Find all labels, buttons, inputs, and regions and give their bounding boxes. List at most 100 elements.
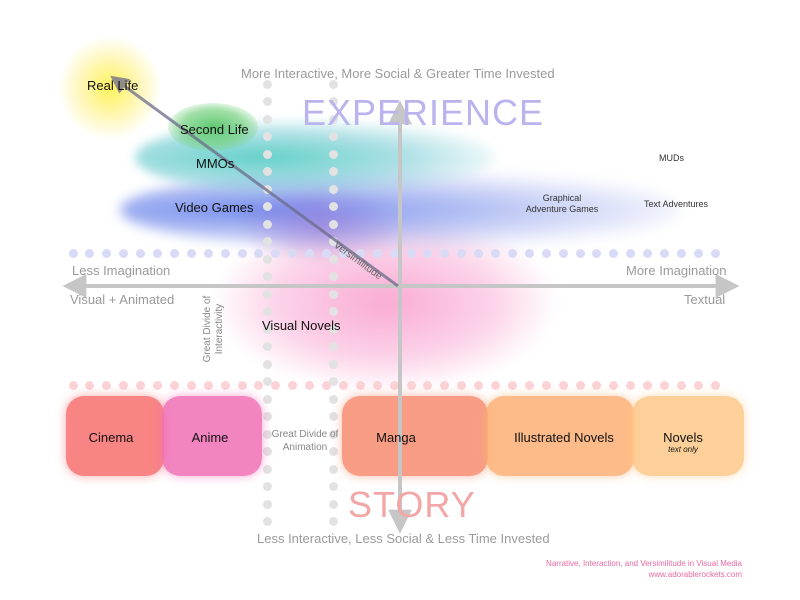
divider-dot [322,248,331,258]
divider-dot [305,248,315,258]
divider-dot [355,380,365,390]
divider-dot [203,248,213,258]
divider-dot [507,248,517,258]
divider-dot [626,380,636,390]
divider-dot [328,517,338,526]
divider-dot [338,248,348,258]
divider-dot [186,380,196,390]
divider-dot [237,248,247,258]
band-anime [162,396,262,476]
divider-dot [338,380,348,390]
divider-dot [153,248,162,258]
divider-dot [262,412,272,421]
illustrated-novels-label: Illustrated Novels [514,430,614,445]
divider-dot [328,79,338,89]
divider-dot [676,248,686,258]
divider-dot [136,380,146,390]
divider-dot [85,248,95,258]
divider-dot [186,248,196,258]
divider-dot [541,380,551,390]
novels-note: text only [668,445,698,454]
divider-dot [541,248,551,258]
divider-dot [262,482,272,491]
divider-dot [710,248,720,258]
manga-label: Manga [376,430,416,445]
divider-dot [328,429,338,439]
real-life-glow [55,38,165,138]
great-divide-animation-label: Great Divide of Animation [271,429,339,453]
textual-label: Textual [684,292,726,307]
text-adventures-label: Text Adventures [644,199,709,209]
divider-dot [322,380,331,390]
divider-dot [328,324,338,334]
divider-dot [626,248,636,258]
divider-dot [710,380,720,390]
divider-dot [262,202,272,211]
divider-dot [262,79,272,89]
experience-label: EXPERIENCE [302,92,545,133]
divider-dot [220,380,230,390]
divider-dot [328,394,338,404]
divider-dot [305,380,315,390]
muds-label: MUDs [659,153,684,163]
divider-dot [262,324,272,334]
divider-dot [676,380,686,390]
divider-dot [491,248,500,258]
visual-novels-label: Visual Novels [262,318,341,333]
band-illustrated-novels [486,396,634,476]
less-imagination-label: Less Imagination [72,263,171,278]
divider-dot [262,342,272,351]
divider-dot [474,248,484,258]
divider-dot [262,464,272,474]
divider-dot [68,248,78,258]
divider-dot [328,202,338,211]
divider-dot [643,380,653,390]
divider-dot [85,380,95,390]
divider-dot [203,380,213,390]
band-cinema [66,396,164,476]
divider-dot [262,114,272,124]
divider-dot [643,248,653,258]
divider-dot [609,248,619,258]
divider-dot [693,380,703,390]
credit-site: www.adorablerockets.com [648,570,742,579]
versimilitude-arrow [110,75,399,288]
divider-dot [328,219,338,229]
divider-dot [423,248,433,258]
divider-dot [262,167,272,176]
band-manga [342,396,488,476]
divider-dot [328,499,338,509]
divider-dot [592,380,602,390]
second-life-label: Second Life [180,122,249,137]
divider-dot [262,517,272,526]
divider-dot [491,380,500,390]
divider-dot [328,254,338,264]
divider-dot [328,377,338,386]
divider-dot [524,380,534,390]
divider-dot [119,380,129,390]
divider-dot [328,237,338,246]
divider-dot [558,380,568,390]
divider-dot [328,114,338,124]
mmos-label: MMOs [196,156,235,171]
top-axis-header: More Interactive, More Social & Greater … [241,66,555,81]
credit-title: Narrative, Interaction, and Versimilitud… [546,559,742,568]
divider-dot [575,380,585,390]
divider-dot [328,412,338,421]
divider-dot [102,380,112,390]
graphical-adventure-label: Graphical Adventure Games [525,193,599,214]
divider-dot [328,167,338,176]
visual-animated-label: Visual + Animated [70,292,175,307]
divider-dot [558,248,568,258]
divider-dot [254,248,264,258]
divider-dot [328,464,338,474]
divider-dot [271,248,281,258]
divider-dot [262,359,272,369]
great-divide-interactivity-label: Great Divide of Interactivity [202,295,225,363]
divider-dot [693,248,703,258]
divider-dot [254,380,264,390]
divider-dot [328,307,338,316]
divider-dot [262,499,272,509]
